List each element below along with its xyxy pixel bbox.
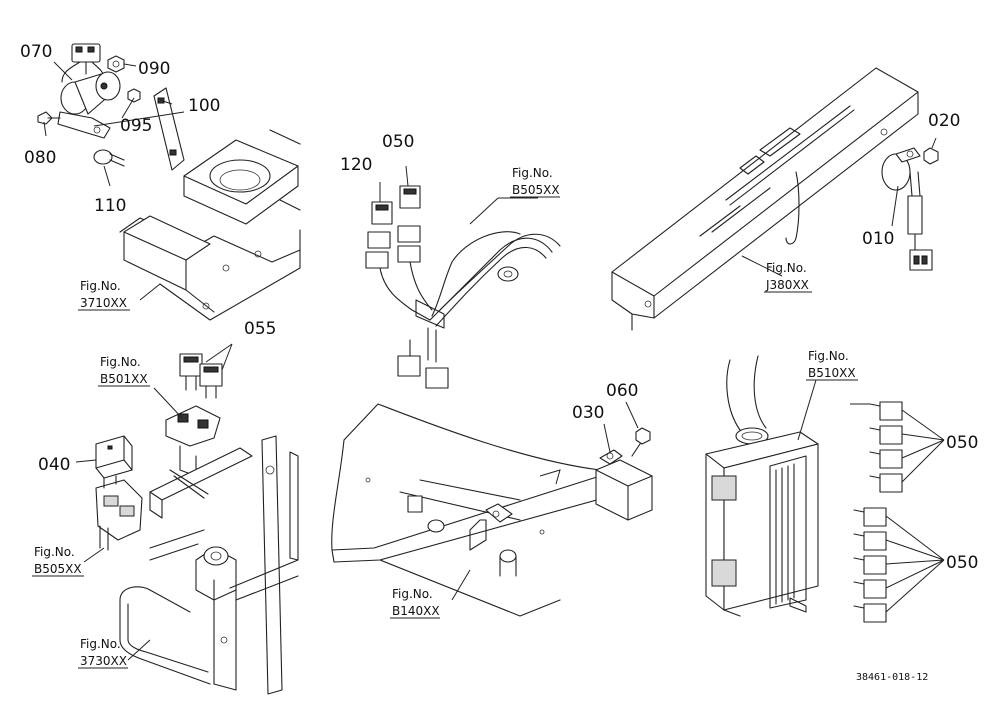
- fig-ref-code: B501XX: [100, 372, 148, 386]
- fig-ref-prefix: Fig.No.: [392, 587, 433, 601]
- starter-relay-assembly: [37, 43, 185, 171]
- front-frame-assembly: [119, 129, 301, 321]
- part-number-050-upper-right: 050: [946, 433, 978, 453]
- fig-ref-prefix: Fig.No.: [80, 637, 121, 651]
- relay-stack-lower: [853, 507, 887, 623]
- part-number-060: 060: [606, 381, 638, 401]
- fig-ref-j380xx: Fig.No. J380XX: [764, 261, 812, 293]
- fig-ref-prefix: Fig.No.: [512, 166, 553, 180]
- panel-assembly: [331, 403, 641, 617]
- fig-ref-code: 3730XX: [80, 654, 127, 668]
- leader-lines: [43, 61, 945, 661]
- fig-ref-b510xx: Fig.No. B510XX: [806, 349, 858, 381]
- lower-frame-assembly: [119, 435, 299, 695]
- part-number-050-top: 050: [382, 132, 414, 152]
- frame-rail-assembly: [611, 67, 939, 331]
- fig-ref-code: B505XX: [34, 562, 82, 576]
- part-number-010: 010: [862, 229, 894, 249]
- part-number-055: 055: [244, 319, 276, 339]
- part-number-020: 020: [928, 111, 960, 131]
- part-number-labels: 070 090 100 095 080 110 050 120 020 010 …: [20, 42, 978, 573]
- fig-ref-code: B505XX: [512, 183, 560, 197]
- fig-ref-code: B510XX: [808, 366, 856, 380]
- part-number-100: 100: [188, 96, 220, 116]
- wire-harness-assembly: [365, 185, 561, 389]
- fig-ref-code: J380XX: [765, 278, 809, 292]
- fig-ref-3710xx: Fig.No. 3710XX: [78, 279, 130, 311]
- part-number-070: 070: [20, 42, 52, 62]
- part-number-080: 080: [24, 148, 56, 168]
- part-number-050-lower-right: 050: [946, 553, 978, 573]
- fig-ref-code: B140XX: [392, 604, 440, 618]
- relay-stack-upper: [869, 401, 903, 493]
- fig-ref-code: 3710XX: [80, 296, 127, 310]
- part-number-120: 120: [340, 155, 372, 175]
- part-number-095: 095: [120, 116, 152, 136]
- fig-ref-prefix: Fig.No.: [808, 349, 849, 363]
- flasher-unit: [595, 427, 653, 521]
- relay-holder-assembly: [95, 435, 143, 551]
- part-number-030: 030: [572, 403, 604, 423]
- fig-ref-b501xx: Fig.No. B501XX: [98, 355, 150, 387]
- fig-ref-prefix: Fig.No.: [80, 279, 121, 293]
- fig-ref-prefix: Fig.No.: [100, 355, 141, 369]
- fig-ref-prefix: Fig.No.: [766, 261, 807, 275]
- part-number-110: 110: [94, 196, 126, 216]
- fig-ref-b505xx-left: Fig.No. B505XX: [32, 545, 84, 577]
- part-number-090: 090: [138, 59, 170, 79]
- fig-ref-3730xx: Fig.No. 3730XX: [78, 637, 128, 669]
- relay-pair-assembly: [165, 353, 223, 477]
- relay-box-assembly: [705, 355, 819, 617]
- fig-ref-prefix: Fig.No.: [34, 545, 75, 559]
- figure-reference-labels: Fig.No. 3710XX Fig.No. B505XX Fig.No. J3…: [32, 166, 858, 669]
- fig-ref-b140xx: Fig.No. B140XX: [390, 587, 440, 619]
- drawing-code: 38461-018-12: [856, 672, 928, 683]
- part-number-040: 040: [38, 455, 70, 475]
- fig-ref-b505xx-top: Fig.No. B505XX: [510, 166, 560, 198]
